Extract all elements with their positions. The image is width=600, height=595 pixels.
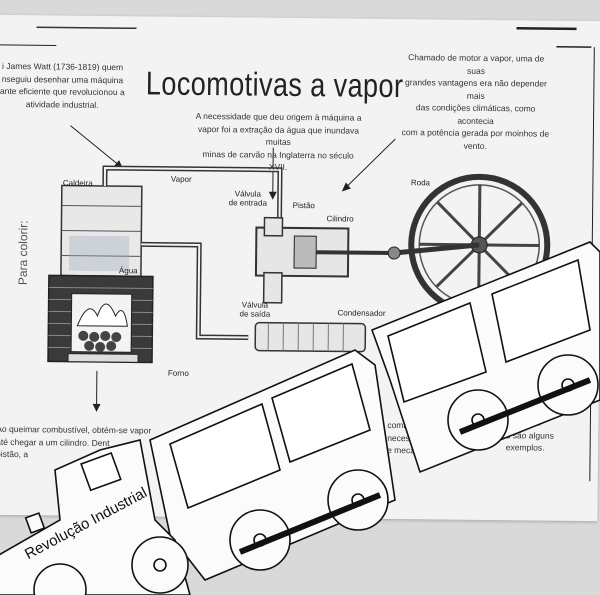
wheel-loco-2 xyxy=(33,563,87,595)
diagram xyxy=(0,26,595,482)
worksheet-paper: Locomotivas a vapor Para colorir: i Jame… xyxy=(0,14,600,522)
